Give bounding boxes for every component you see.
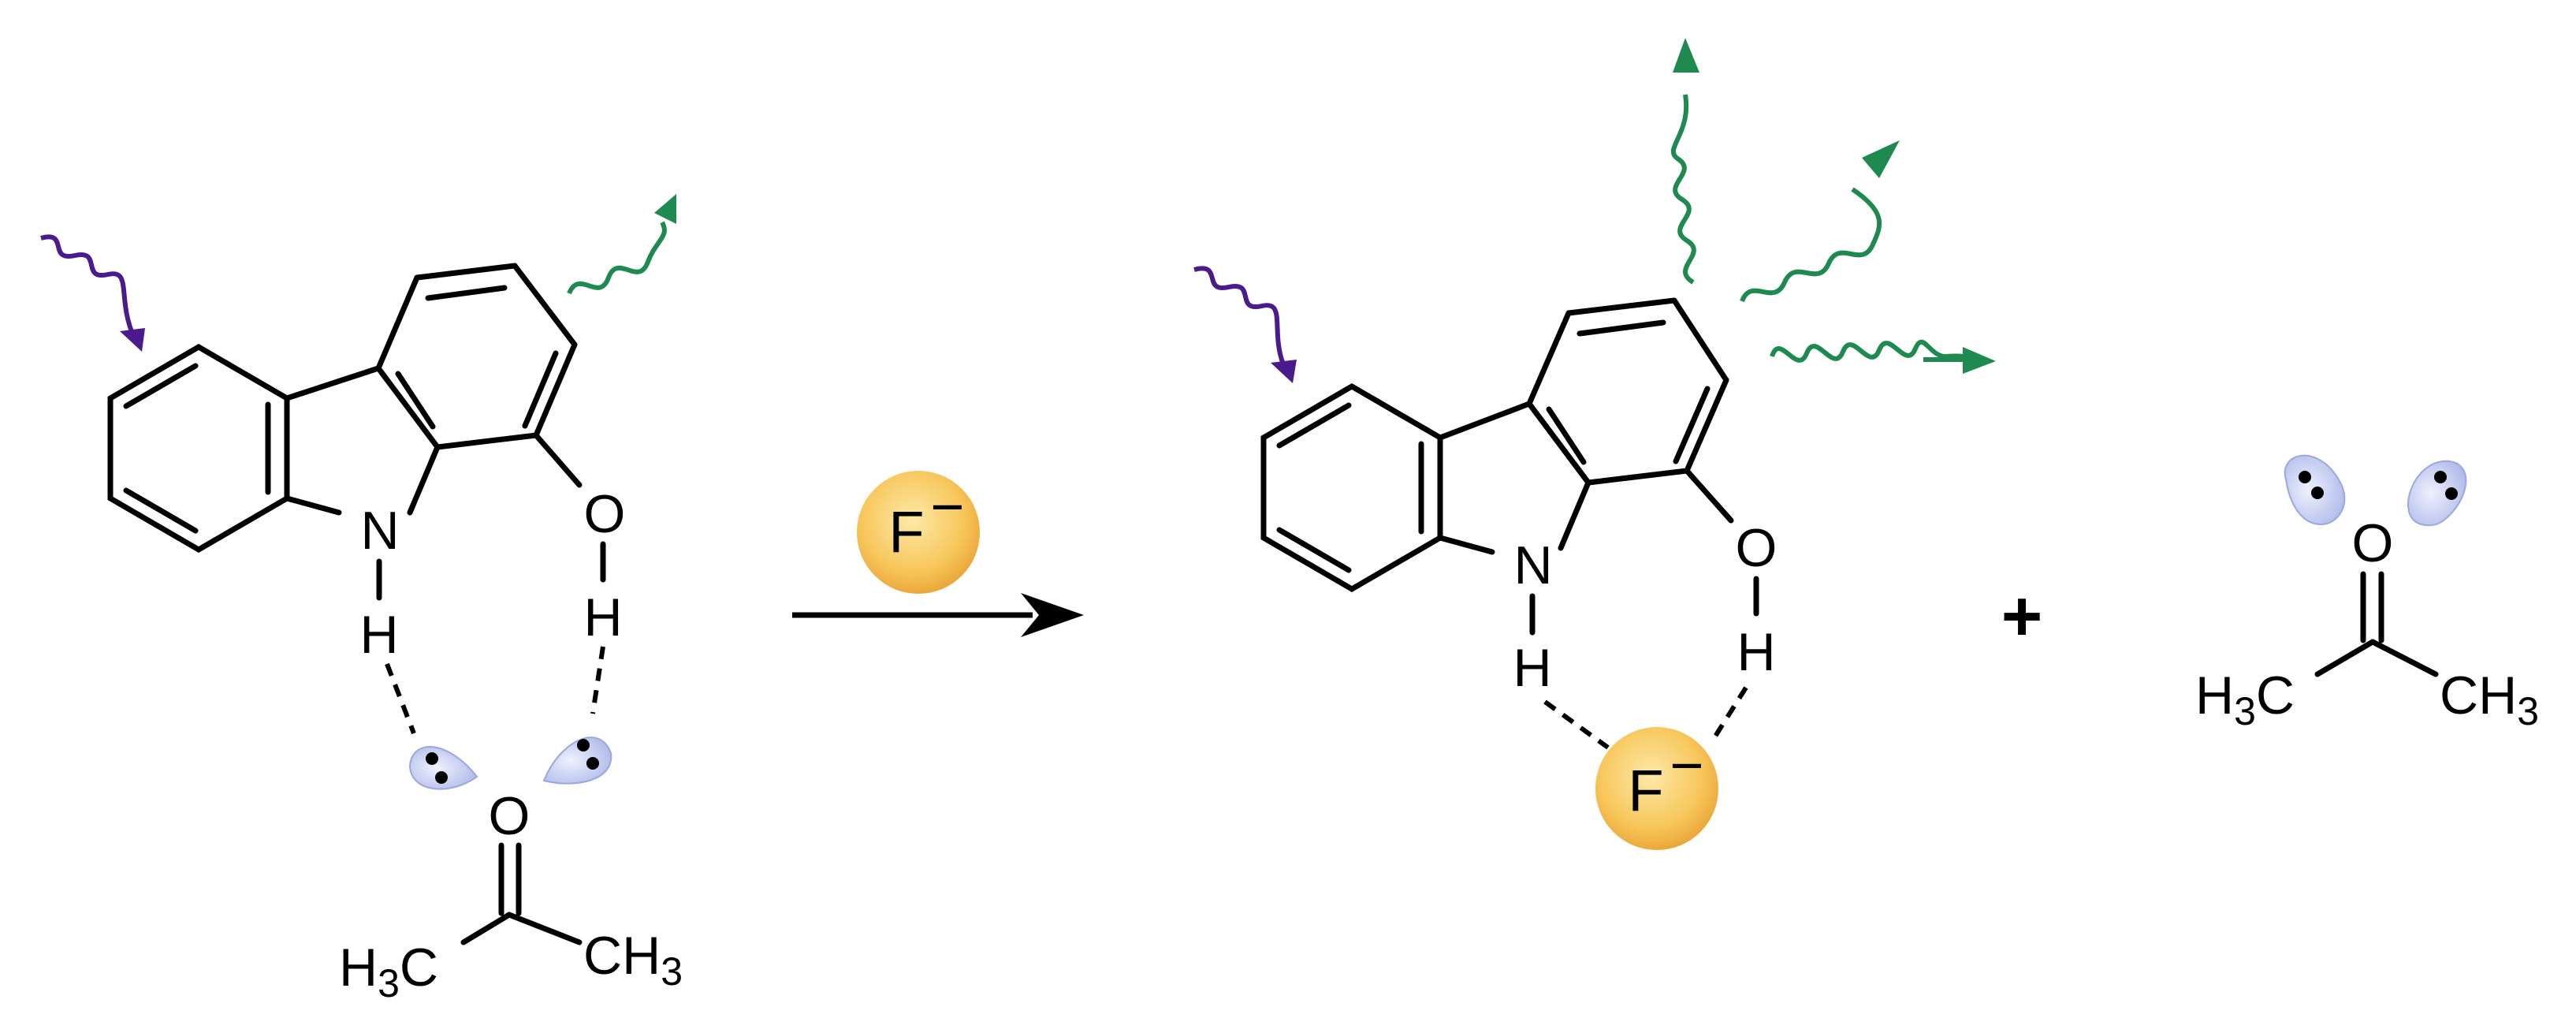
- carbazole-skeleton-product: [1260, 297, 1734, 593]
- emission-arrow-diagonal: [1740, 140, 1900, 303]
- fluoride-charge: −: [930, 474, 964, 539]
- oxygen-atom-product: O: [1736, 518, 1778, 578]
- carbonyl-oxygen: O: [489, 786, 530, 846]
- oxygen-atom: O: [584, 484, 626, 544]
- methyl-left: H3C: [339, 938, 438, 1005]
- acetone-molecule: O H3C CH3: [339, 786, 683, 1005]
- hydrogen-bond: [1543, 699, 1610, 750]
- nh-hydrogen: H: [359, 605, 398, 665]
- excitation-arrow: [40, 234, 145, 352]
- plus-sign: +: [2001, 577, 2043, 656]
- lone-pair-left: [2284, 454, 2346, 526]
- reactant-complex: N O H H O H3C CH3: [40, 194, 683, 1005]
- lone-pair-left: [408, 746, 478, 790]
- emission-arrow-horizontal: [1770, 339, 1996, 374]
- hydrogen-bond: [590, 646, 605, 714]
- nitrogen-atom: N: [360, 501, 399, 561]
- fluoride-label: F: [1628, 758, 1663, 823]
- lone-pair-right: [542, 737, 612, 785]
- nh-hydrogen-product: H: [1513, 638, 1551, 698]
- methyl-right: CH3: [2440, 666, 2539, 733]
- methyl-left: H3C: [2195, 666, 2295, 733]
- methyl-right: CH3: [583, 926, 683, 994]
- emission-arrow: [567, 194, 676, 295]
- excitation-arrow: [1193, 266, 1297, 383]
- fluoride-label: F: [888, 499, 924, 565]
- hydrogen-bond: [1710, 686, 1748, 743]
- carbonyl-oxygen: O: [2352, 513, 2394, 573]
- product-complex: N O H H F −: [1193, 38, 1996, 850]
- nitrogen-atom-product: N: [1513, 535, 1552, 595]
- fluoride-charge: −: [1670, 733, 1703, 798]
- oh-hydrogen-product: H: [1737, 622, 1775, 682]
- lone-pair-right: [2407, 460, 2467, 527]
- oh-hydrogen: H: [583, 587, 622, 647]
- released-acetone: O H3C CH3: [2195, 454, 2539, 733]
- carbazole-skeleton: [107, 263, 583, 554]
- hydrogen-bond: [385, 662, 416, 735]
- reaction-arrow: [792, 593, 1084, 637]
- fluoride-reagent: F −: [857, 471, 980, 594]
- fluoride-ion-ball: [857, 471, 980, 594]
- emission-arrow-up: [1670, 38, 1699, 285]
- fluoride-ion-ball: [1595, 727, 1718, 850]
- bound-fluoride: F −: [1595, 727, 1718, 850]
